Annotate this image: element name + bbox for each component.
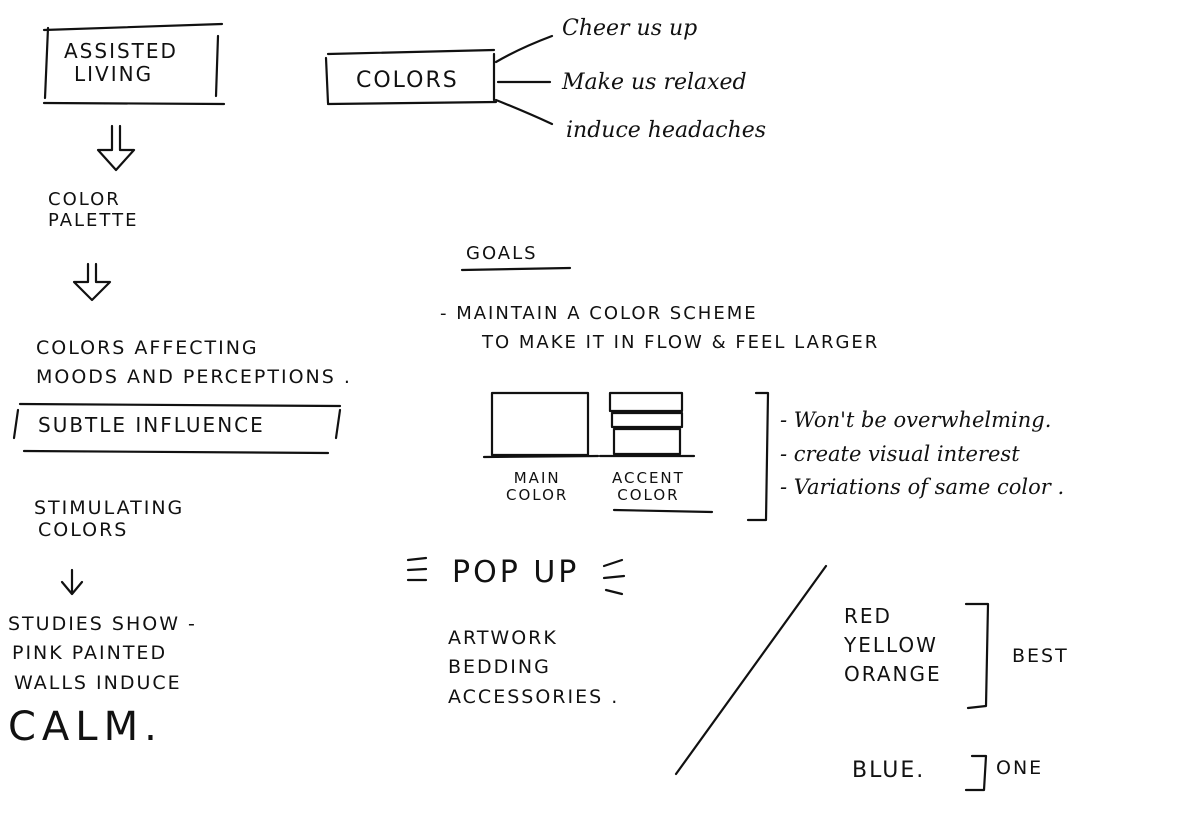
calm-text: CALM. [8,704,163,750]
subtle-influence-text: SUBTLE INFLUENCE [38,413,265,437]
blue-label: BLUE. [852,758,926,783]
down-arrow-icon [72,262,112,302]
title-line-2: LIVING [74,62,154,86]
branch-make-us-relaxed: Make us relaxed [562,70,747,95]
goals-notes: - Won't be overwhelming. - create visual… [780,408,1065,500]
best-label: BEST [1012,645,1069,667]
down-arrow-icon [96,124,136,172]
pop-up-dashes-right [602,558,626,596]
one-bracket [964,754,988,792]
accent-color-label: ACCENT COLOR [612,469,685,505]
branch-cheer-us-up: Cheer us up [562,16,698,41]
pop-up-items: ARTWORK BEDDING ACCESSORIES . [448,627,620,708]
colors-center-label: COLORS [356,68,459,93]
pop-up-dashes-left [406,556,428,582]
small-down-arrow-icon [60,568,84,596]
goals-item: - MAINTAIN A COLOR SCHEME TO MAKE IT IN … [440,303,880,353]
title-line-1: ASSISTED [64,39,178,63]
main-color-swatch [490,391,590,457]
stimulating-colors-label: STIMULATING COLORS [34,497,185,541]
best-bracket [964,602,990,710]
warm-colors-list: RED YELLOW ORANGE [844,604,942,686]
accent-color-swatch [610,411,684,429]
main-color-label: MAIN COLOR [506,469,569,505]
assisted-living-box-frame [42,22,226,106]
studies-show-text: STUDIES SHOW - PINK PAINTED WALLS INDUCE [8,613,197,694]
pop-up-heading: POP UP [452,555,580,590]
one-label: ONE [996,757,1044,779]
branch-line [494,34,554,64]
goals-heading: GOALS [466,243,538,264]
diagonal-divider [674,564,828,776]
accent-color-swatch [608,391,684,413]
notes-bracket [746,391,770,522]
colors-affecting-moods: COLORS AFFECTING MOODS AND PERCEPTIONS . [36,337,352,388]
branch-induce-headaches: induce headaches [566,118,767,143]
assisted-living-label: ASSISTED LIVING [64,40,178,86]
branch-line [494,98,554,126]
colors-box-frame [324,48,498,106]
color-palette-label: COLOR PALETTE [48,189,139,231]
subtle-influence-frame [12,402,342,455]
accent-color-swatch [612,427,682,456]
goals-underline [460,266,572,272]
